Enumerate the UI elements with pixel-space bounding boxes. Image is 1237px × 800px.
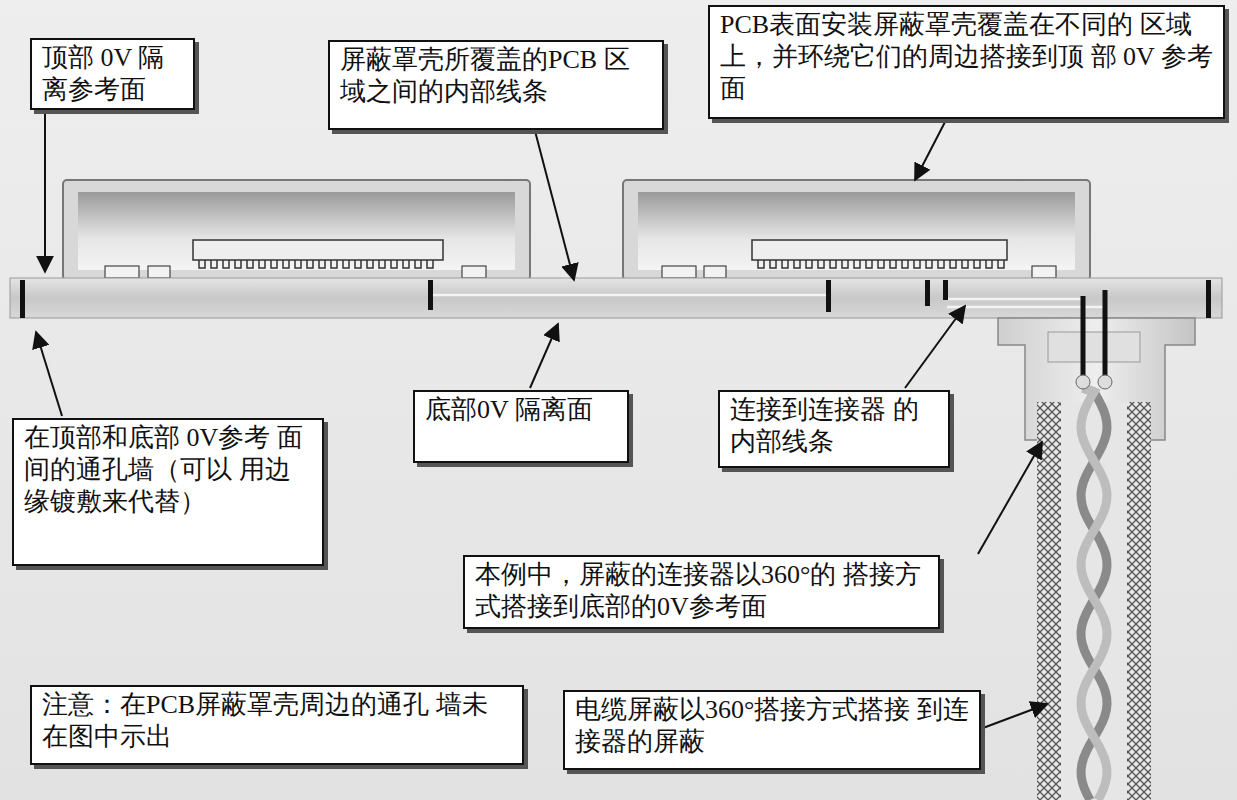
ic-pin bbox=[403, 260, 409, 268]
ic-pin bbox=[890, 260, 896, 268]
shield-can bbox=[63, 180, 1090, 280]
ic-pin bbox=[962, 260, 968, 268]
ic-pin bbox=[379, 260, 385, 268]
internal-trace bbox=[432, 295, 1105, 307]
ic-pin bbox=[343, 260, 349, 268]
ic-pin bbox=[914, 260, 920, 268]
ic-pin bbox=[926, 260, 932, 268]
ic-pin bbox=[830, 260, 836, 268]
callout-text: 底部0V 隔离面 bbox=[425, 394, 617, 426]
ic-pin bbox=[878, 260, 884, 268]
ic-pins bbox=[199, 260, 1004, 268]
ic-pin bbox=[271, 260, 277, 268]
callout-box: 注意：在PCB屏蔽罩壳周边的通孔 墙未在图中示出 bbox=[30, 685, 524, 765]
ic-pin bbox=[211, 260, 217, 268]
callout-box: 底部0V 隔离面 bbox=[413, 390, 629, 463]
callout-box: PCB表面安装屏蔽罩壳覆盖在不同的 区域上，并环绕它们的周边搭接到顶 部 0V … bbox=[708, 5, 1225, 119]
ic-pin bbox=[331, 260, 337, 268]
ic-pin bbox=[427, 260, 433, 268]
ic-pin bbox=[794, 260, 800, 268]
ic-pin bbox=[223, 260, 229, 268]
ic-pin bbox=[235, 260, 241, 268]
ic-pin bbox=[782, 260, 788, 268]
pcb bbox=[10, 278, 1222, 318]
ic-pin bbox=[806, 260, 812, 268]
ic-pin bbox=[986, 260, 992, 268]
callout-box: 顶部 0V 隔离参考面 bbox=[30, 38, 195, 110]
ic-pin bbox=[199, 260, 205, 268]
callout-text: 电缆屏蔽以360°搭接方式搭接 到连接器的屏蔽 bbox=[575, 694, 969, 758]
ic-pin bbox=[319, 260, 325, 268]
ic-pin bbox=[295, 260, 301, 268]
ic-pin bbox=[367, 260, 373, 268]
ic-pin bbox=[391, 260, 397, 268]
connector-pin bbox=[1083, 290, 1105, 378]
callout-text: 屏蔽罩壳所覆盖的PCB 区域之间的内部线条 bbox=[340, 44, 652, 108]
ic-pin bbox=[770, 260, 776, 268]
callout-text: 在顶部和底部 0V参考 面间的通孔墙（可以 用边缘镀敷来代替） bbox=[24, 422, 312, 518]
callout-text: 注意：在PCB屏蔽罩壳周边的通孔 墙未在图中示出 bbox=[42, 689, 512, 753]
twisted-wire bbox=[1081, 388, 1107, 800]
callout-text: PCB表面安装屏蔽罩壳覆盖在不同的 区域上，并环绕它们的周边搭接到顶 部 0V … bbox=[720, 9, 1213, 105]
ic-pin bbox=[247, 260, 253, 268]
smd-component bbox=[105, 266, 1056, 278]
ic-pin bbox=[842, 260, 848, 268]
callout-text: 顶部 0V 隔离参考面 bbox=[42, 42, 183, 106]
callout-box: 屏蔽罩壳所覆盖的PCB 区域之间的内部线条 bbox=[328, 40, 664, 130]
ic-pin bbox=[818, 260, 824, 268]
ic-pin bbox=[355, 260, 361, 268]
ic-pin bbox=[950, 260, 956, 268]
ic-chip bbox=[193, 240, 1007, 260]
pin-joint bbox=[1076, 375, 1112, 389]
twisted-wire bbox=[1081, 388, 1107, 800]
callout-box: 电缆屏蔽以360°搭接方式搭接 到连接器的屏蔽 bbox=[563, 690, 981, 770]
ic-pin bbox=[415, 260, 421, 268]
ic-pin bbox=[307, 260, 313, 268]
twisted-pair bbox=[1081, 388, 1107, 800]
ic-pin bbox=[758, 260, 764, 268]
callout-box: 连接到连接器 的内部线条 bbox=[718, 390, 950, 468]
callout-text: 本例中，屏蔽的连接器以360°的 搭接方式搭接到底部的0V参考面 bbox=[475, 559, 928, 623]
callout-box: 本例中，屏蔽的连接器以360°的 搭接方式搭接到底部的0V参考面 bbox=[463, 555, 940, 629]
ic-pin bbox=[866, 260, 872, 268]
ic-pin bbox=[998, 260, 1004, 268]
ic-pin bbox=[283, 260, 289, 268]
ic-pin bbox=[902, 260, 908, 268]
ic-pin bbox=[938, 260, 944, 268]
via-wall bbox=[20, 280, 1211, 318]
ic-pin bbox=[259, 260, 265, 268]
ic-pin bbox=[854, 260, 860, 268]
callout-box: 在顶部和底部 0V参考 面间的通孔墙（可以 用边缘镀敷来代替） bbox=[12, 418, 324, 566]
ic-pin bbox=[974, 260, 980, 268]
callout-text: 连接到连接器 的内部线条 bbox=[730, 394, 938, 458]
